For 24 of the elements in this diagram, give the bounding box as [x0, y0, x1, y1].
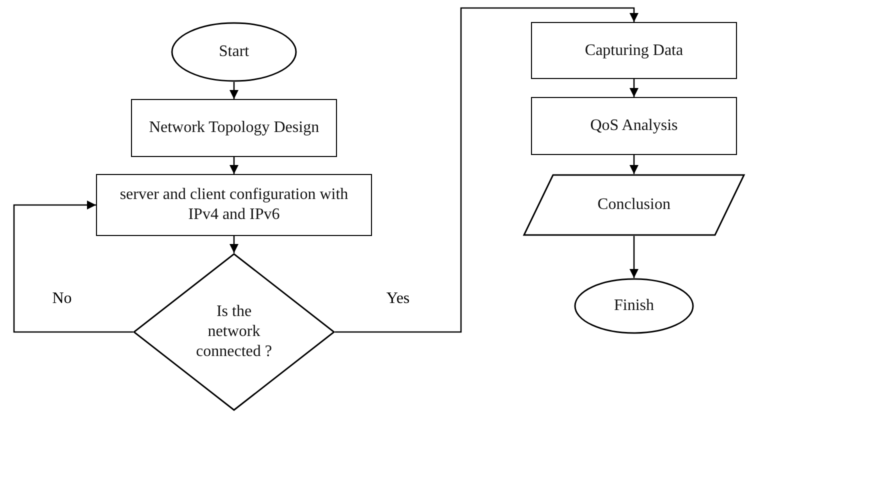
arrow: [630, 79, 638, 97]
process-box: [96, 174, 372, 236]
node-label: Network Topology Design: [148, 118, 320, 138]
node-label: QoS Analysis: [590, 116, 678, 136]
decision-diamond: [133, 253, 335, 411]
arrow: [13, 200, 133, 333]
arrow: [230, 236, 238, 253]
arrow: [630, 236, 638, 278]
node-label: Is the network connected ?: [195, 302, 273, 362]
node-label: Conclusion: [598, 195, 670, 215]
node-label: Start: [218, 42, 250, 62]
arrow: [630, 155, 638, 174]
node-label: Finish: [614, 296, 654, 316]
terminal-ellipse: [574, 278, 694, 334]
node-label: server and client configuration with IPv4 and IPv6: [118, 185, 350, 225]
data-parallelogram: [523, 174, 745, 236]
arrow: [230, 157, 238, 174]
process-box: [531, 97, 737, 155]
node-label: Capturing Data: [584, 40, 684, 60]
arrow: [230, 82, 238, 99]
process-box: [531, 22, 737, 79]
terminal-ellipse: [171, 22, 297, 82]
process-box: [131, 99, 337, 157]
arrow: [335, 7, 638, 333]
